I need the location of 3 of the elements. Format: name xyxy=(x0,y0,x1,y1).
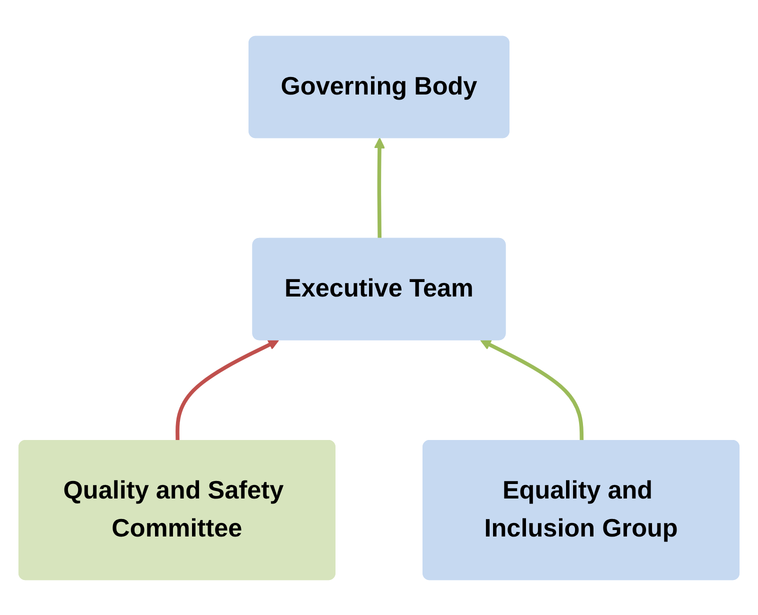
arrow xyxy=(374,137,386,239)
arrow xyxy=(480,339,584,441)
arrow xyxy=(176,339,280,441)
